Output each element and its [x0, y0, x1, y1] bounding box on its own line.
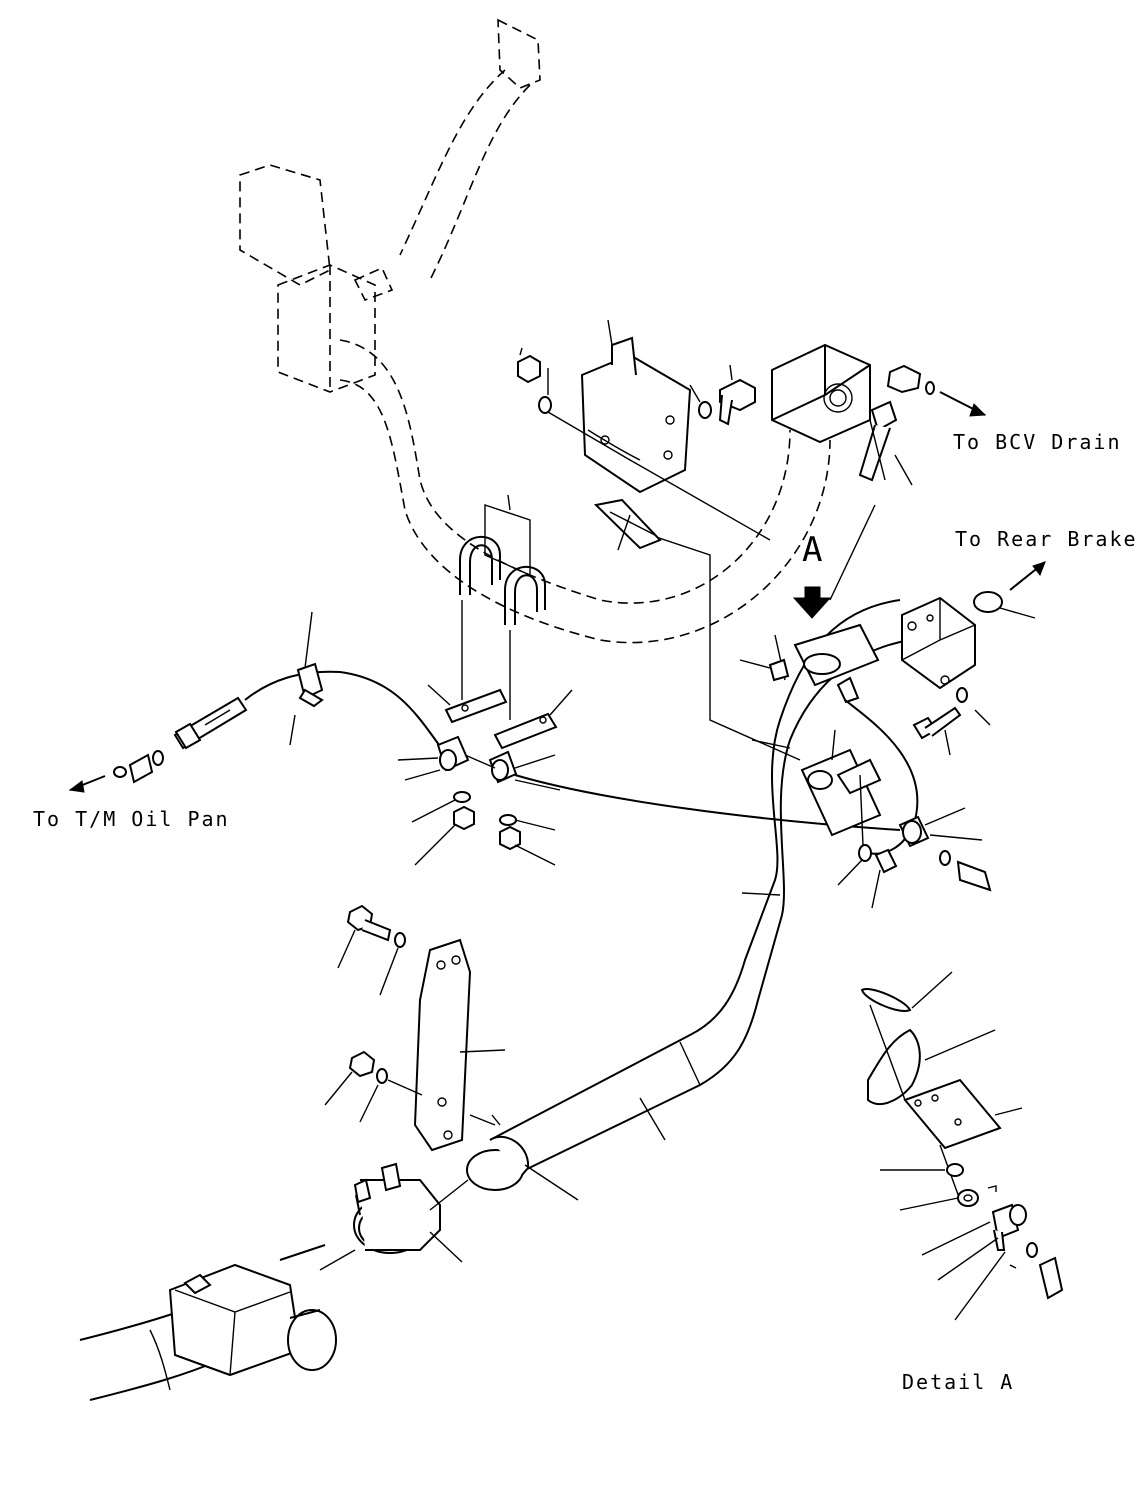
support-bracket: [324, 904, 506, 1152]
label-to-tm-oil-pan: To T/M Oil Pan: [33, 807, 230, 831]
detail-a-drawing: [860, 971, 1064, 1321]
leader-lines: [289, 419, 886, 746]
label-to-bcv-drain: To BCV Drain: [953, 430, 1122, 454]
view-arrow-a: [792, 586, 832, 619]
rear-brake-block: [593, 498, 1046, 761]
label-view-a: A: [802, 530, 823, 570]
left-hose-assembly: [68, 611, 901, 866]
label-detail-a: Detail A: [902, 1370, 1015, 1394]
label-to-rear-brake: To Rear Brake: [955, 527, 1138, 551]
u-bolt-assembly: [427, 494, 573, 750]
axle-flange: [79, 1162, 469, 1401]
top-bracket-assembly: [517, 319, 771, 541]
phantom-frame: [239, 18, 871, 644]
right-hose-assembly: [800, 699, 992, 909]
bcv-drain-fitting: [858, 364, 987, 486]
